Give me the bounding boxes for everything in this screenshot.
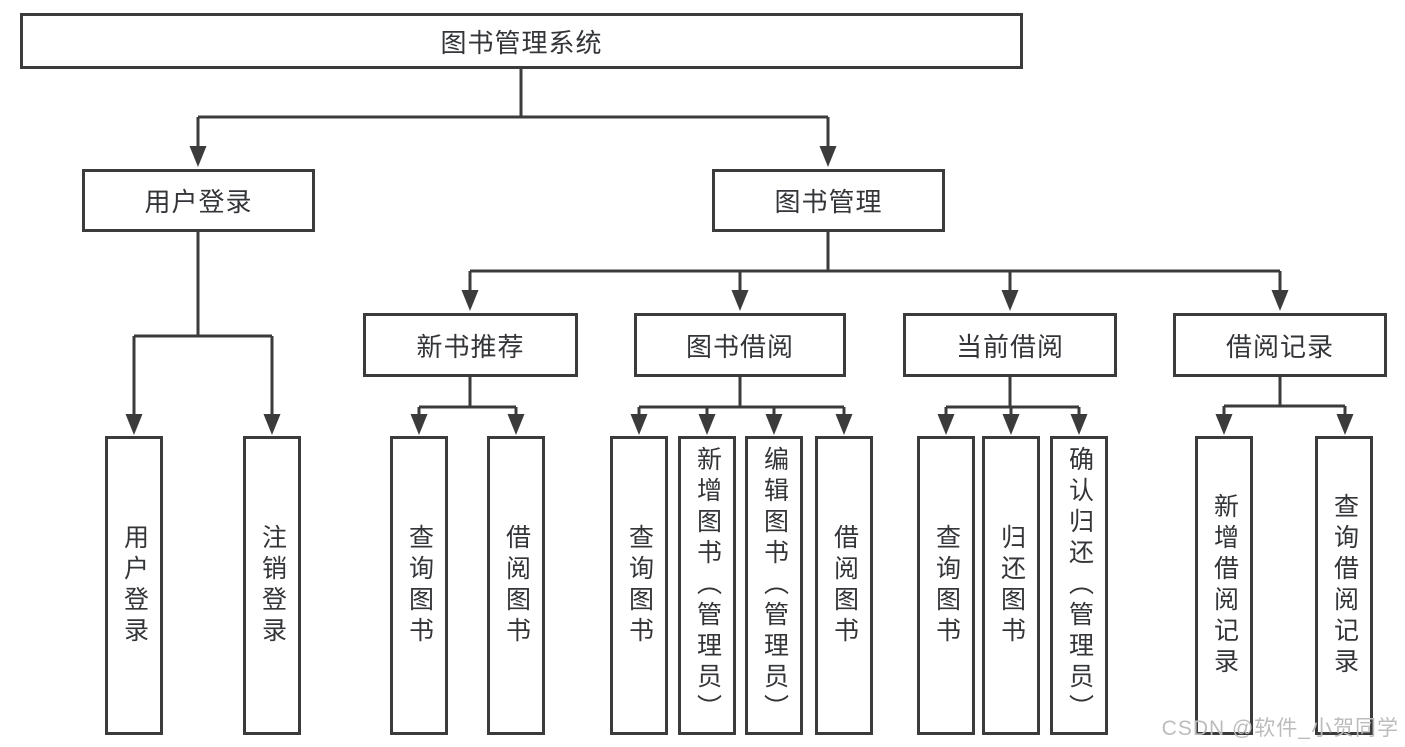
watermark-text: CSDN @软件_小贺同学 xyxy=(1161,717,1399,740)
arrowheads xyxy=(125,146,1354,435)
leaf-user-login: 用户登录 xyxy=(105,436,163,735)
leaf-records-query-record: 查询借阅记录 xyxy=(1315,436,1373,735)
connector-bookmgmt-to-level2 xyxy=(468,232,1282,294)
node-current-borrowing: 当前借阅 xyxy=(903,313,1117,377)
leaf-recommend-borrow-books: 借阅图书 xyxy=(487,436,545,735)
node-borrow-records: 借阅记录 xyxy=(1173,313,1387,377)
leaf-current-return-books: 归还图书 xyxy=(982,436,1040,735)
leaf-current-query-books: 查询图书 xyxy=(917,436,975,735)
connector-borrowing-to-leaves xyxy=(637,377,846,418)
leaf-borrowing-add-books-admin: 新增图书（管理员） xyxy=(678,436,736,735)
leaf-current-confirm-return-admin: 确认归还（管理员） xyxy=(1050,436,1108,735)
connector-recommend-to-leaves xyxy=(417,377,518,418)
leaf-logout: 注销登录 xyxy=(243,436,301,735)
node-book-management: 图书管理 xyxy=(712,169,945,232)
connector-records-to-leaves xyxy=(1222,377,1347,418)
node-new-book-recommendation: 新书推荐 xyxy=(363,313,578,377)
leaf-records-add-record: 新增借阅记录 xyxy=(1195,436,1253,735)
connector-root-to-level1 xyxy=(196,69,830,150)
connector-userlogin-to-leaves xyxy=(132,232,274,418)
node-user-login: 用户登录 xyxy=(82,169,315,232)
leaf-recommend-query-books: 查询图书 xyxy=(390,436,448,735)
node-library-management-system: 图书管理系统 xyxy=(20,13,1023,69)
connector-current-to-leaves xyxy=(944,377,1081,418)
leaf-borrowing-query-books: 查询图书 xyxy=(610,436,668,735)
leaf-borrowing-borrow-books: 借阅图书 xyxy=(815,436,873,735)
leaf-borrowing-edit-books-admin: 编辑图书（管理员） xyxy=(745,436,803,735)
node-book-borrowing: 图书借阅 xyxy=(634,313,846,377)
